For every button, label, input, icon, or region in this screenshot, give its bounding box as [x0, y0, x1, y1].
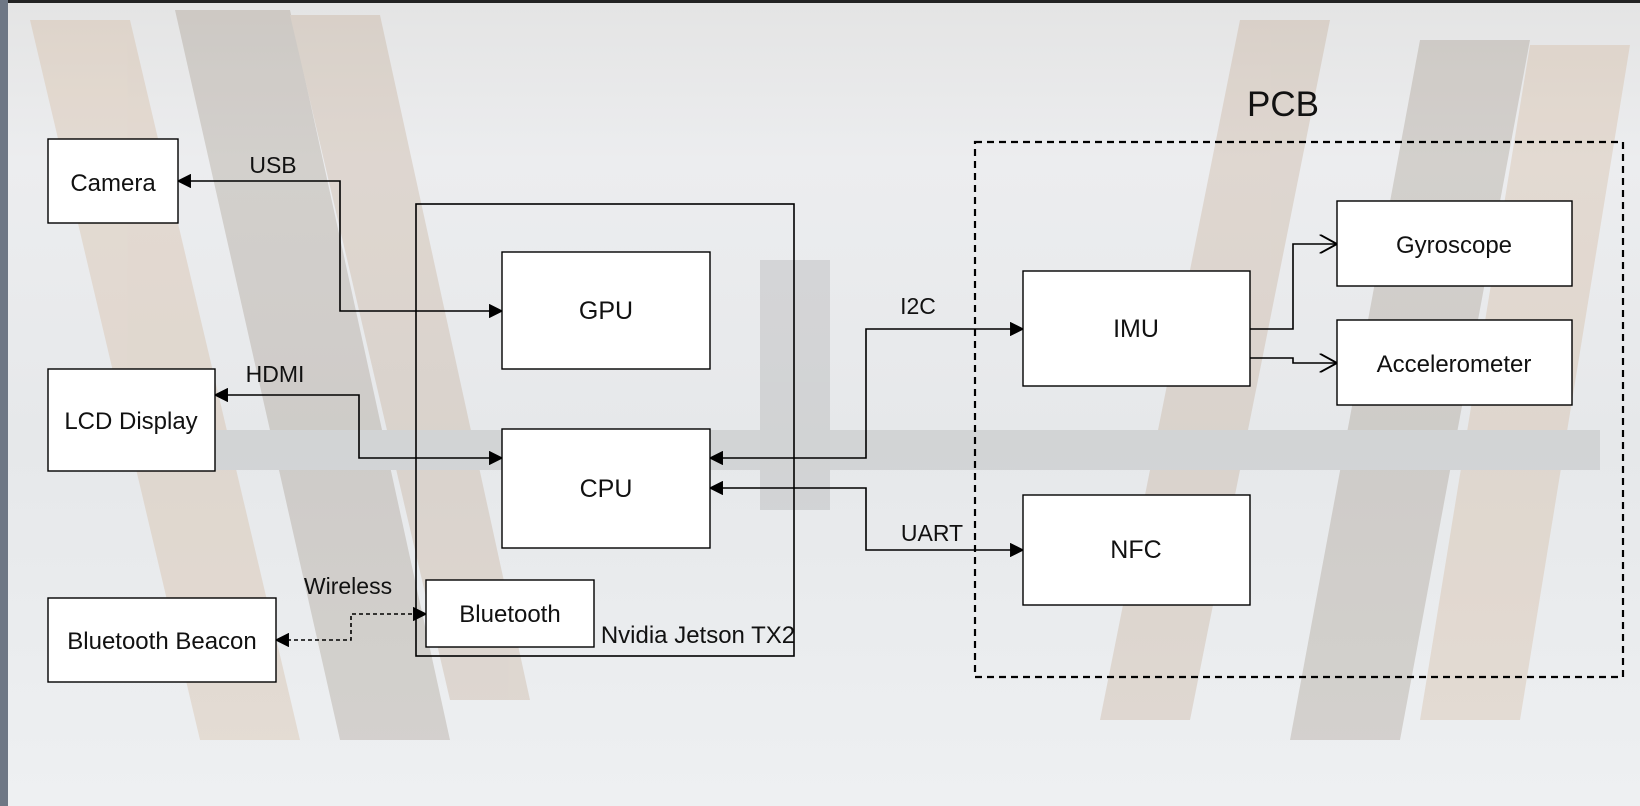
pcb-group-label: PCB — [1247, 85, 1319, 124]
bluetooth-beacon-label: Bluetooth Beacon — [67, 628, 256, 655]
accelerometer-label: Accelerometer — [1377, 351, 1532, 378]
usb-label: USB — [249, 152, 296, 178]
gyroscope-label: Gyroscope — [1396, 232, 1512, 259]
cpu-label: CPU — [580, 475, 633, 503]
jetson-group-label: Nvidia Jetson TX2 — [601, 622, 795, 649]
lcd-display-node: LCD Display — [48, 369, 215, 471]
wireless-label: Wireless — [304, 573, 392, 599]
hdmi-label: HDMI — [246, 361, 305, 387]
lcd-display-label: LCD Display — [64, 408, 197, 435]
nfc-node: NFC — [1023, 495, 1250, 605]
gpu-label: GPU — [579, 297, 633, 325]
i2c-label: I2C — [900, 293, 936, 319]
accelerometer-node: Accelerometer — [1337, 320, 1572, 405]
gpu-node: GPU — [502, 252, 710, 369]
bluetooth-node: Bluetooth — [426, 580, 594, 647]
nfc-label: NFC — [1110, 536, 1161, 564]
camera-node: Camera — [48, 139, 178, 223]
gyroscope-node: Gyroscope — [1337, 201, 1572, 286]
uart-label: UART — [901, 520, 963, 546]
bluetooth-label: Bluetooth — [459, 601, 560, 628]
cpu-node: CPU — [502, 429, 710, 548]
imu-node: IMU — [1023, 271, 1250, 386]
bluetooth-beacon-node: Bluetooth Beacon — [48, 598, 276, 682]
imu-label: IMU — [1113, 315, 1159, 343]
camera-label: Camera — [70, 170, 156, 197]
